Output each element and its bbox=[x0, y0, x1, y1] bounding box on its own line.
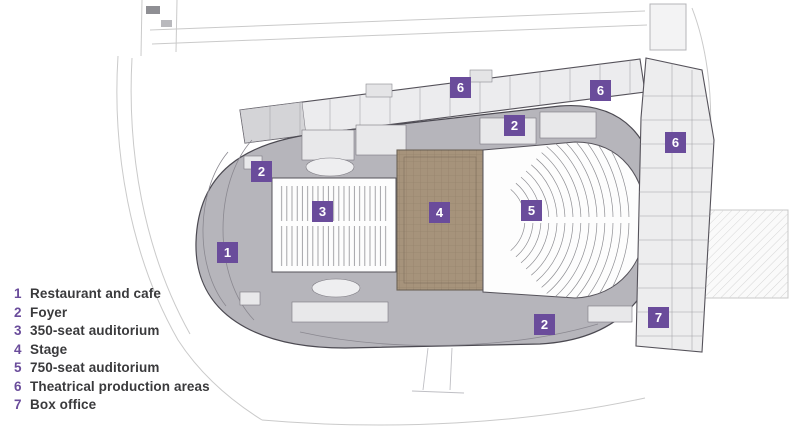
legend-item-restaurant: 1 Restaurant and cafe bbox=[14, 286, 210, 305]
plan-badge-7: 7 bbox=[648, 307, 669, 328]
legend-item-350-auditorium: 3 350-seat auditorium bbox=[14, 323, 210, 342]
plan-badge-6: 6 bbox=[590, 80, 611, 101]
auditorium-350 bbox=[271, 177, 397, 273]
plan-badge-6: 6 bbox=[450, 77, 471, 98]
plan-badge-2: 2 bbox=[534, 314, 555, 335]
legend-number: 5 bbox=[14, 360, 22, 375]
plan-badge-2: 2 bbox=[504, 115, 525, 136]
plan-badge-2: 2 bbox=[251, 161, 272, 182]
legend-label: 350-seat auditorium bbox=[30, 323, 160, 338]
legend-label: Foyer bbox=[30, 304, 68, 320]
legend-number: 7 bbox=[14, 397, 22, 412]
legend-label: Restaurant and cafe bbox=[30, 286, 161, 301]
site-context bbox=[116, 0, 789, 426]
legend-item-foyer: 2 Foyer bbox=[14, 305, 210, 324]
plan-badge-3: 3 bbox=[312, 201, 333, 222]
legend-label: Box office bbox=[30, 397, 97, 412]
legend-number: 2 bbox=[14, 304, 22, 320]
legend: 1 Restaurant and cafe 2 Foyer 3 350-seat… bbox=[14, 286, 210, 416]
plan-badge-5: 5 bbox=[521, 200, 542, 221]
services-block bbox=[635, 57, 715, 353]
landscape-hatch bbox=[699, 209, 789, 299]
legend-label: Theatrical production areas bbox=[30, 378, 210, 394]
legend-label: 750-seat auditorium bbox=[30, 360, 160, 375]
legend-number: 3 bbox=[14, 323, 22, 338]
legend-item-production-areas: 6 Theatrical production areas bbox=[14, 379, 210, 398]
plan-badge-1: 1 bbox=[217, 242, 238, 263]
legend-label: Stage bbox=[30, 341, 68, 357]
plan-badge-4: 4 bbox=[429, 202, 450, 223]
legend-number: 1 bbox=[14, 286, 22, 301]
legend-item-750-auditorium: 5 750-seat auditorium bbox=[14, 360, 210, 379]
legend-number: 6 bbox=[14, 378, 22, 394]
legend-item-stage: 4 Stage bbox=[14, 342, 210, 361]
entrance-path bbox=[411, 347, 465, 394]
plan-badge-6: 6 bbox=[665, 132, 686, 153]
legend-number: 4 bbox=[14, 341, 22, 357]
legend-item-box-office: 7 Box office bbox=[14, 397, 210, 416]
